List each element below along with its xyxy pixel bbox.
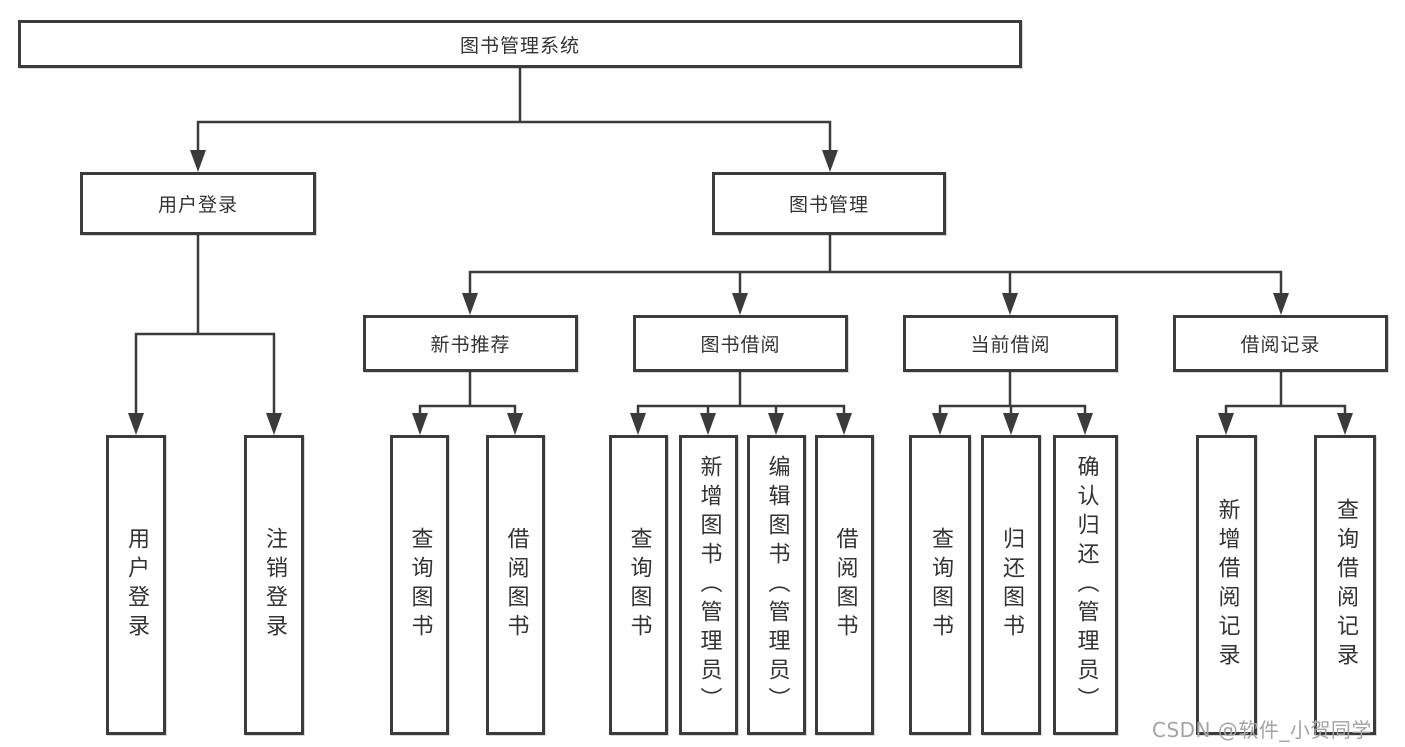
node-new-book-recommend-label: 新书推荐 [430,334,511,356]
node-borrow-records-label: 借阅记录 [1240,334,1321,356]
leaf-borrow-book-label: 借阅图书 [832,527,858,643]
node-user-login: 用户登录 [80,172,316,235]
leaf-logout-label: 注销登录 [262,527,287,643]
leaf-query-books-recommend-label: 查询图书 [407,527,433,643]
leaf-query-books-borrow-label: 查询图书 [626,527,652,643]
node-user-login-label: 用户登录 [157,194,238,216]
leaf-logout: 注销登录 [244,435,304,735]
node-new-book-recommend: 新书推荐 [363,315,578,372]
leaf-confirm-return-admin: 确认归还（管理员） [1053,435,1118,735]
node-root: 图书管理系统 [18,20,1022,68]
leaf-confirm-return-admin-label: 确认归还（管理员） [1073,454,1099,716]
csdn-watermark: CSDN @软件_小贺同学 [1152,718,1372,742]
leaf-user-login-label: 用户登录 [124,527,149,643]
leaf-return-book: 归还图书 [981,435,1041,735]
node-book-borrow-label: 图书借阅 [700,334,781,356]
leaf-borrow-books-recommend-label: 借阅图书 [503,527,529,643]
leaf-borrow-books-recommend: 借阅图书 [486,435,545,735]
leaf-query-books-borrow: 查询图书 [609,435,668,735]
arrowheads [128,150,1353,435]
leaf-query-borrow-record: 查询借阅记录 [1314,435,1376,735]
node-book-borrow: 图书借阅 [633,315,848,372]
leaf-query-books-current-label: 查询图书 [928,527,953,643]
leaf-user-login: 用户登录 [106,435,166,735]
leaf-add-borrow-record: 新增借阅记录 [1196,435,1257,735]
node-current-borrow-label: 当前借阅 [970,334,1051,356]
leaf-add-borrow-record-label: 新增借阅记录 [1214,498,1240,672]
leaf-add-book-admin: 新增图书（管理员） [679,435,738,735]
node-current-borrow: 当前借阅 [903,315,1118,372]
leaf-edit-book-admin: 编辑图书（管理员） [747,435,806,735]
leaf-return-book-label: 归还图书 [999,527,1024,643]
leaf-query-books-recommend: 查询图书 [390,435,449,735]
node-book-management: 图书管理 [712,172,946,235]
leaf-add-book-admin-label: 新增图书（管理员） [696,454,722,716]
leaf-borrow-book: 借阅图书 [815,435,874,735]
node-borrow-records: 借阅记录 [1173,315,1388,372]
leaf-query-borrow-record-label: 查询借阅记录 [1333,498,1358,672]
node-book-management-label: 图书管理 [788,194,869,216]
leaf-edit-book-admin-label: 编辑图书（管理员） [764,454,790,716]
leaf-query-books-current: 查询图书 [909,435,971,735]
node-root-label: 图书管理系统 [459,34,580,57]
